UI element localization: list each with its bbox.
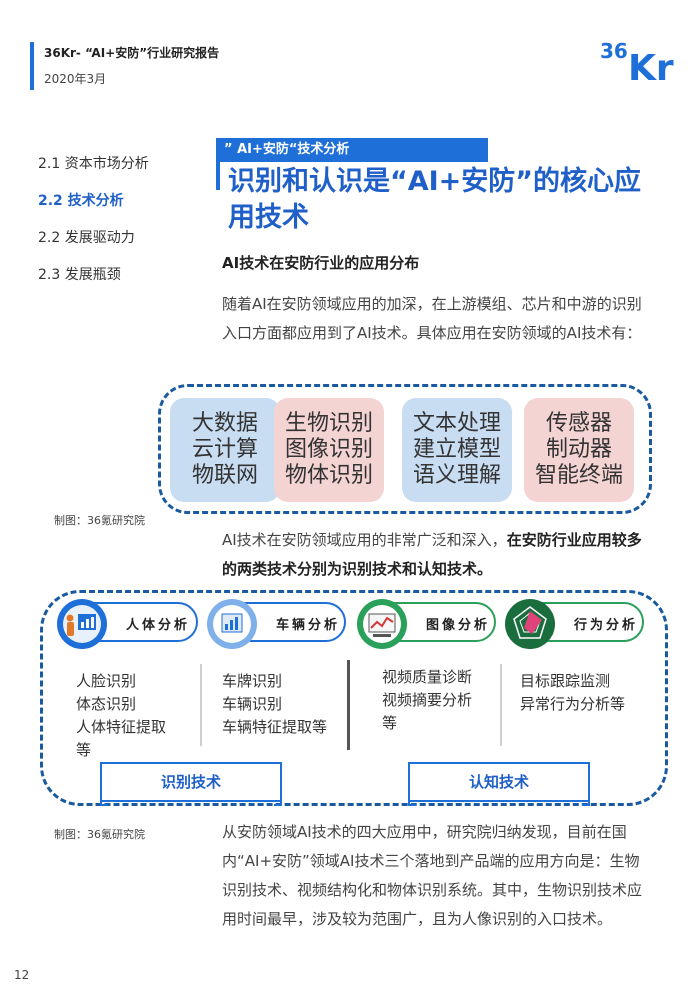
figure2-caption: 制图：36氪研究院: [54, 828, 145, 841]
column-divider: [200, 664, 202, 746]
tech-tile-text-processing: 文本处理 建立模型 语义理解: [402, 398, 512, 502]
toc-item-capital-market[interactable]: 2.1 资本市场分析: [38, 156, 149, 172]
car-chart-icon: [207, 599, 257, 649]
pill-human-analysis: 人体分析: [57, 599, 198, 649]
col-vehicle-items: 车牌识别 车辆识别 车辆特征提取等: [222, 672, 328, 736]
paragraph-tech-types: AI技术在安防领域应用的非常广泛和深入，在安防行业应用较多的两类技术分别为识别技…: [222, 531, 642, 578]
table-of-contents: 2.1 资本市场分析 2.2 技术分析 2.2 发展驱动力 2.3 发展瓶颈: [38, 154, 149, 302]
svg-text:36: 36: [600, 39, 628, 63]
toc-item-bottlenecks[interactable]: 2.3 发展瓶颈: [38, 267, 121, 283]
page-headline: 识别和认识是“AI+安防”的核心应用技术: [228, 166, 642, 233]
tech-tile-bigdata: 大数据 云计算 物联网: [170, 398, 280, 502]
image-chart-icon: [357, 599, 407, 649]
figure1-caption: 制图：36氪研究院: [54, 514, 145, 527]
col-image-items: 视频质量诊断 视频摘要分析 等: [382, 668, 473, 732]
pill-vehicle-analysis: 车辆分析: [207, 599, 346, 649]
col-behavior-items: 目标跟踪监测 异常行为分析等: [520, 672, 626, 713]
tag-cognition-tech: 认知技术: [408, 762, 590, 806]
subheading: AI技术在安防行业的应用分布: [222, 254, 420, 272]
toc-item-drivers[interactable]: 2.2 发展驱动力: [38, 230, 135, 246]
report-date: 2020年3月: [44, 72, 107, 86]
pill-behavior-analysis: 行为分析: [505, 599, 644, 649]
person-chart-icon: [57, 599, 107, 649]
group-divider: [347, 660, 350, 750]
tech-tile-sensors: 传感器 制动器 智能终端: [524, 398, 634, 502]
radar-chart-icon: [505, 599, 555, 649]
paragraph-conclusion: 从安防领域AI技术的四大应用中，研究院归纳发现，目前在国内“AI+安防”领域AI…: [222, 823, 643, 928]
page-number: 12: [14, 968, 30, 982]
section-label: ” AI+安防“技术分析: [216, 138, 488, 162]
header-accent-bar: [30, 42, 34, 90]
ai-tech-frame: [158, 384, 652, 514]
tech-tile-biometrics: 生物识别 图像识别 物体识别: [274, 398, 384, 502]
36kr-logo-icon: 36 Kr: [600, 39, 674, 82]
svg-text:Kr: Kr: [628, 48, 674, 82]
column-divider: [500, 664, 502, 746]
pill-image-analysis: 图像分析: [357, 599, 496, 649]
analysis-frame: [40, 590, 668, 806]
toc-item-tech-analysis[interactable]: 2.2 技术分析: [38, 193, 124, 209]
section-label-accent: [216, 162, 220, 190]
paragraph-intro: 随着AI在安防领域应用的加深，在上游模组、芯片和中游的识别入口方面都应用到了AI…: [222, 295, 642, 342]
report-title: 36Kr- “AI+安防”行业研究报告: [44, 46, 220, 60]
col-human-items: 人脸识别 体态识别 人体特征提取 等: [76, 672, 167, 759]
tag-recognition-tech: 识别技术: [100, 762, 282, 806]
